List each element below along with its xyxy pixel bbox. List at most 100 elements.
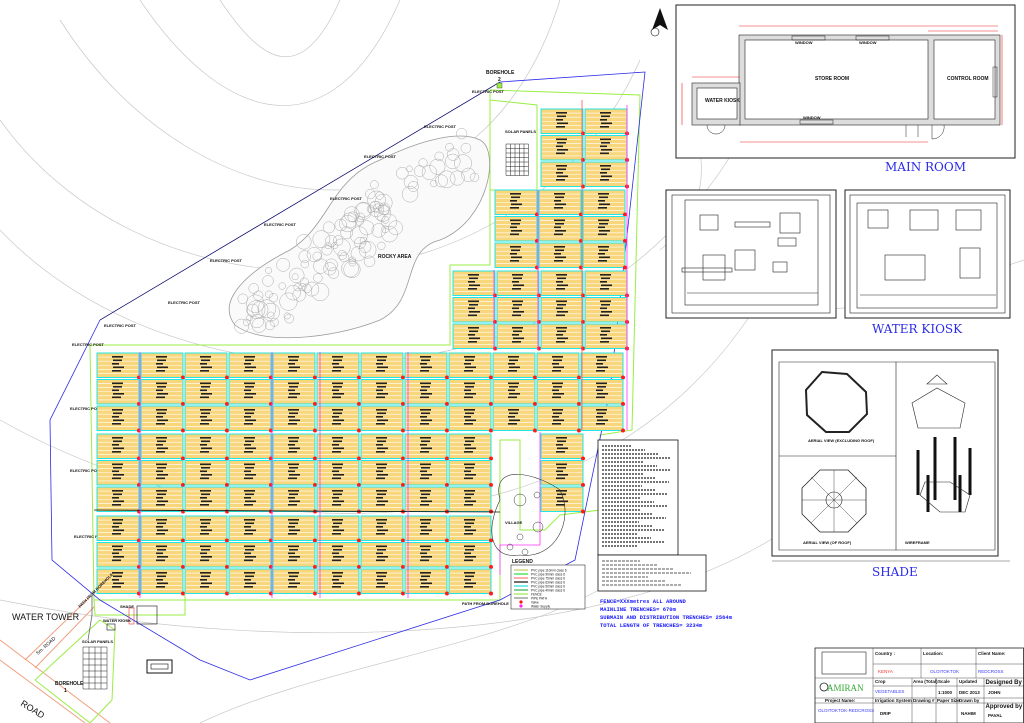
notes-table: FENCE=XXXmetres ALL AROUND MAINLINE TREN… <box>597 439 733 629</box>
plot-label-mark <box>157 575 166 578</box>
plot-label-mark <box>113 412 122 415</box>
plot <box>536 352 581 380</box>
plot-label-mark <box>597 359 606 362</box>
plot-label-mark <box>465 359 474 362</box>
plot-label-mark <box>556 504 565 506</box>
plot-label-mark <box>156 382 167 385</box>
drawn-value: NAHIM <box>961 711 976 716</box>
water-kiosk-room-label: WATER KIOSK <box>705 98 740 104</box>
plot-label-mark <box>333 522 342 525</box>
plot-label-mark <box>510 207 519 209</box>
plot-label-mark <box>200 416 207 418</box>
plot-label-mark <box>288 552 295 555</box>
plot-label-mark <box>464 477 473 480</box>
rock <box>359 236 368 245</box>
plot-label-mark <box>288 572 299 574</box>
plot-label-mark <box>556 341 565 343</box>
valve-icon <box>357 428 361 433</box>
plot-label-mark <box>469 330 478 333</box>
rock <box>374 193 393 212</box>
plot-label-mark <box>156 470 163 473</box>
plot-label-mark <box>156 370 165 372</box>
plot <box>272 515 317 543</box>
plot-label-mark <box>468 334 475 336</box>
valve-icon <box>489 456 493 461</box>
legend-label: Water Supply <box>531 604 550 608</box>
plot-label-mark <box>464 579 471 581</box>
plot-label-mark <box>597 419 608 422</box>
plot-label-mark <box>156 437 167 439</box>
plot-label-mark <box>376 444 383 446</box>
plot <box>272 486 317 514</box>
farm-plots <box>96 108 629 596</box>
plot-label-mark <box>556 179 565 181</box>
plot-label-mark <box>288 497 295 499</box>
plot-label-mark <box>112 470 119 473</box>
plot-label-mark <box>376 552 383 555</box>
plot-label-mark <box>112 497 119 499</box>
plot-label-mark <box>112 519 123 521</box>
plot <box>316 433 361 461</box>
rock <box>381 225 398 243</box>
plot <box>448 379 493 406</box>
plot-label-mark <box>598 253 605 255</box>
valve-icon <box>445 565 449 569</box>
plot-label-mark <box>509 393 520 395</box>
plot-label-mark <box>464 490 475 492</box>
valve-icon <box>401 375 405 380</box>
electric-post-label: ELECTRIC POST <box>74 534 107 539</box>
plot-label-mark <box>557 447 568 450</box>
plot-label-mark <box>556 172 563 174</box>
plot-label-mark <box>508 409 519 411</box>
solar-panels-top: SOLAR PANELS <box>505 129 536 176</box>
plot-label-mark <box>421 575 430 578</box>
valve-icon <box>401 456 405 461</box>
legend-title: LEGEND <box>512 559 533 565</box>
kiosk-detail <box>734 249 756 271</box>
plot-label-mark <box>156 477 165 480</box>
plot <box>496 270 541 298</box>
valve-icon <box>225 509 229 514</box>
plot-label-mark <box>376 370 385 372</box>
plot-label-mark <box>112 409 123 411</box>
rock <box>284 313 295 324</box>
plot-label-mark <box>557 149 568 151</box>
plot-label-mark <box>556 477 565 480</box>
plot-label-mark <box>156 356 167 358</box>
plot-label-mark <box>512 281 519 283</box>
plot-label-mark <box>289 522 298 525</box>
plot-label-mark <box>377 500 388 503</box>
plot-label-mark <box>556 300 567 303</box>
plot-label-mark <box>200 533 209 535</box>
plot-label-mark <box>289 366 300 369</box>
plot <box>584 135 629 162</box>
plot <box>228 460 273 487</box>
valve-icon <box>489 538 493 543</box>
rock <box>333 238 351 256</box>
plot <box>404 568 449 596</box>
plot-label-mark <box>332 586 341 588</box>
plot-label-mark <box>244 437 255 439</box>
valve-icon <box>533 402 537 406</box>
plot <box>540 433 585 461</box>
plot-label-mark <box>332 409 343 411</box>
drawn-label: Drawn by <box>959 698 980 703</box>
plot-label-mark <box>244 451 253 453</box>
plot-label-mark <box>464 409 475 411</box>
plot-label-mark <box>245 467 254 469</box>
plot-label-mark <box>508 370 517 372</box>
plot-label-mark <box>376 586 385 588</box>
plot-label-mark <box>556 470 563 473</box>
valve-icon <box>577 375 581 380</box>
plot-label-mark <box>557 284 568 287</box>
plot-label-mark <box>112 490 123 492</box>
plot <box>96 379 141 406</box>
plot-label-mark <box>244 423 253 425</box>
plot-label-mark <box>156 416 163 418</box>
plot-label-mark <box>376 497 383 499</box>
plot-label-mark <box>156 559 165 562</box>
plot-label-mark <box>157 359 166 362</box>
plot-label-mark <box>289 582 300 585</box>
plot-label-mark <box>244 470 251 473</box>
plot-label-mark <box>332 463 343 466</box>
